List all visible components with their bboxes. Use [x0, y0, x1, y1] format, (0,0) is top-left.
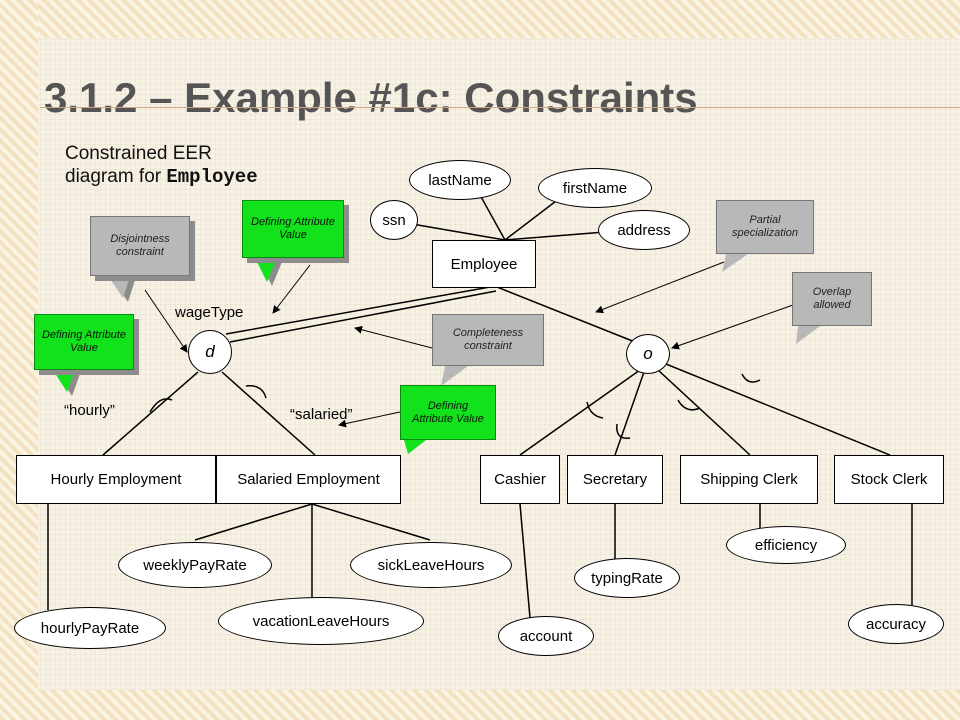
- attr-efficiency: efficiency: [726, 526, 846, 564]
- attr-lastname: lastName: [409, 160, 511, 200]
- spec-disjoint: d: [188, 330, 232, 374]
- label-wagetype: wageType: [175, 304, 244, 321]
- caption-line2-prefix: diagram for: [65, 166, 167, 187]
- caption-code: Employee: [166, 166, 258, 188]
- entity-shipping-clerk: Shipping Clerk: [680, 455, 818, 504]
- entity-stock-clerk: Stock Clerk: [834, 455, 944, 504]
- title-divider: [40, 107, 960, 108]
- overlap-callout: Overlap allowed: [792, 272, 872, 326]
- label-salaried: “salaried”: [290, 406, 353, 423]
- attr-vacationleavehours: vacationLeaveHours: [218, 597, 424, 645]
- defining-attribute-callout-mid: Defining Attribute Value: [400, 385, 496, 440]
- entity-employee: Employee: [432, 240, 536, 288]
- spec-overlap: o: [626, 334, 670, 374]
- attr-firstname: firstName: [538, 168, 652, 208]
- entity-secretary: Secretary: [567, 455, 663, 504]
- defining-attribute-callout-left: Defining Attribute Value: [34, 314, 134, 370]
- slide-title: 3.1.2 – Example #1c: Constraints: [44, 74, 698, 121]
- defining-attribute-callout-top: Defining Attribute Value: [242, 200, 344, 258]
- attr-hourlypayrate: hourlyPayRate: [14, 607, 166, 649]
- entity-hourly-employment: Hourly Employment: [16, 455, 216, 504]
- caption-line1: Constrained EER: [65, 143, 212, 164]
- completeness-callout: Completeness constraint: [432, 314, 544, 366]
- top-decor-stripe: [0, 0, 960, 38]
- left-decor-stripe: [0, 0, 38, 720]
- disjointness-callout: Disjointness constraint: [90, 216, 190, 276]
- attr-typingrate: typingRate: [574, 558, 680, 598]
- label-hourly: “hourly”: [64, 402, 115, 419]
- attr-address: address: [598, 210, 690, 250]
- bottom-decor-stripe: [0, 690, 960, 720]
- attr-ssn: ssn: [370, 200, 418, 240]
- attr-account: account: [498, 616, 594, 656]
- entity-cashier: Cashier: [480, 455, 560, 504]
- diagram-caption: Constrained EER diagram for Employee: [65, 142, 258, 189]
- partial-specialization-callout: Partial specialization: [716, 200, 814, 254]
- attr-sickleavehours: sickLeaveHours: [350, 542, 512, 588]
- attr-accuracy: accuracy: [848, 604, 944, 644]
- entity-salaried-employment: Salaried Employment: [216, 455, 401, 504]
- attr-weeklypayrate: weeklyPayRate: [118, 542, 272, 588]
